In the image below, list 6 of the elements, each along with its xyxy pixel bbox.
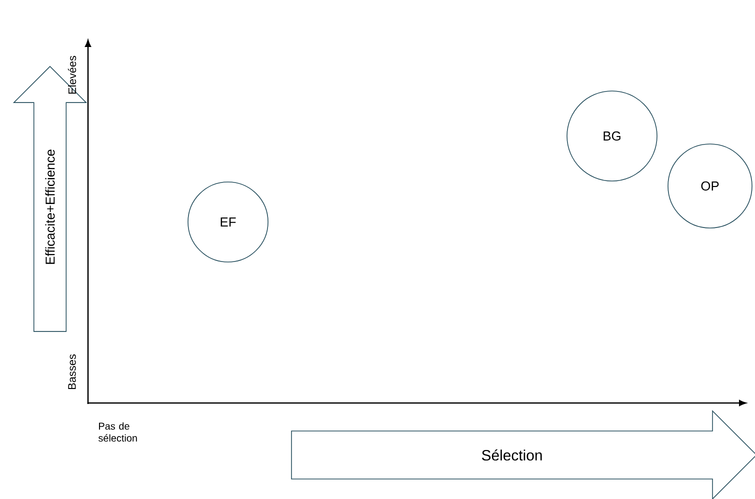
circle-node: OP [668, 144, 752, 228]
circle-node: BG [566, 90, 658, 182]
axis-label: Elevées [68, 56, 76, 94]
circle-node: EF [188, 182, 268, 262]
axis-label: Pas de sélection [98, 422, 137, 442]
axis-label: Basses [68, 354, 76, 390]
